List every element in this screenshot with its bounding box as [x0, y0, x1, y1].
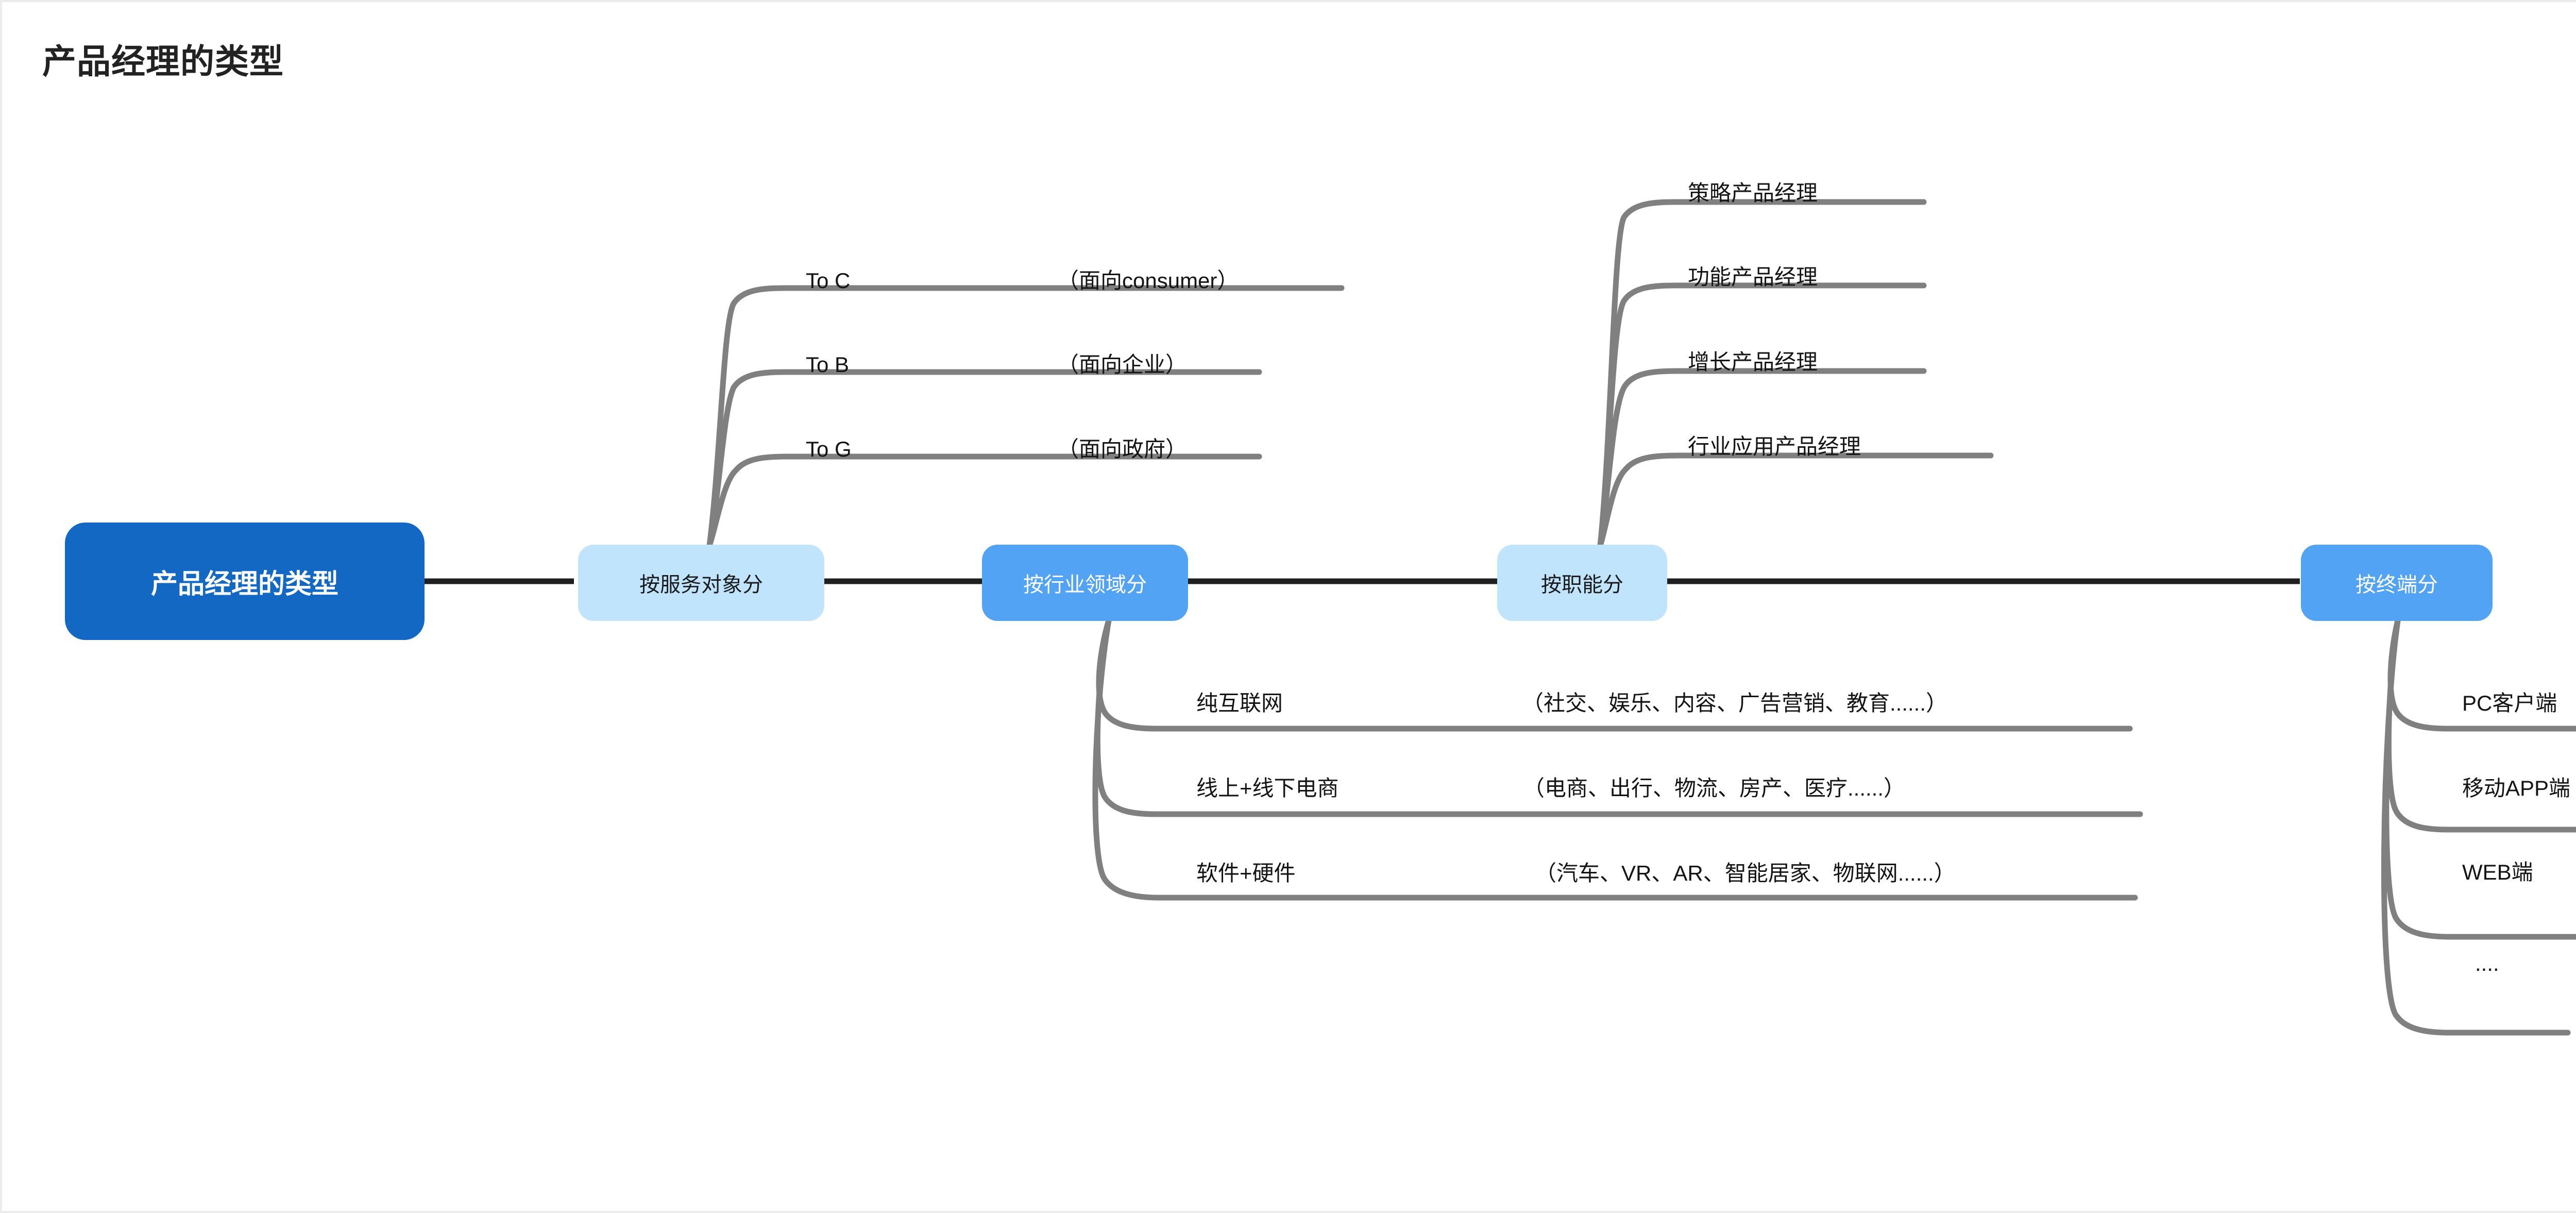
leaf-industry-app-pm[interactable]: 行业应用产品经理	[1688, 434, 1861, 459]
leaf-feature-pm[interactable]: 功能产品经理	[1688, 265, 1818, 289]
leaf-note-to-b: （面向企业）	[1057, 352, 1188, 377]
leaf-strategy-pm[interactable]: 策略产品经理	[1688, 181, 1818, 205]
twigs-function	[1597, 199, 1994, 549]
twig-to-c	[706, 285, 1345, 549]
twig-to-b	[706, 369, 1262, 549]
leaf-more[interactable]: ....	[2475, 951, 2499, 975]
leaf-growth-pm[interactable]: 增长产品经理	[1688, 350, 1818, 374]
twig-industry-app-pm	[1597, 452, 1994, 549]
twig-to-g	[706, 453, 1262, 549]
twigs-industry-field	[1092, 617, 2143, 901]
twig-growth-pm	[1597, 368, 1927, 549]
node-shape-terminal[interactable]	[2301, 545, 2493, 621]
twig-software-hardware	[1092, 617, 2138, 901]
leaf-pc-client[interactable]: PC客户端	[2462, 691, 2557, 715]
leaf-note-online-offline: （电商、出行、物流、房产、医疗......）	[1523, 776, 1906, 800]
leaf-note-pure-internet: （社交、娱乐、内容、广告营销、教育......）	[1522, 691, 1948, 715]
leaf-web[interactable]: WEB端	[2462, 860, 2533, 884]
leaf-software-hardware[interactable]: 软件+硬件	[1196, 861, 1296, 885]
node-shape-service-object[interactable]	[578, 545, 824, 621]
leaf-note-to-c: （面向consumer）	[1057, 268, 1239, 293]
leaf-to-c[interactable]: To C	[806, 268, 851, 293]
node-shapes	[65, 523, 2493, 640]
leaf-online-offline[interactable]: 线上+线下电商	[1196, 776, 1339, 800]
leaf-mobile-app[interactable]: 移动APP端	[2462, 776, 2571, 800]
node-shape-industry-field[interactable]	[982, 545, 1188, 621]
leaf-to-b[interactable]: To B	[806, 352, 850, 377]
twig-feature-pm	[1597, 282, 1927, 549]
twigs-service-object	[706, 285, 1345, 549]
page-title: 产品经理的类型	[42, 42, 284, 80]
node-shape-root[interactable]	[65, 523, 425, 640]
leaf-note-to-g: （面向政府）	[1057, 437, 1188, 461]
twigs-terminal	[2381, 617, 2576, 1036]
leaf-to-g[interactable]: To G	[806, 437, 852, 461]
node-shape-function[interactable]	[1497, 545, 1667, 621]
leaf-note-software-hardware: （汽车、VR、AR、智能居家、物联网......）	[1535, 861, 1956, 885]
twig-more	[2381, 617, 2571, 1036]
leaf-pure-internet[interactable]: 纯互联网	[1196, 691, 1283, 715]
